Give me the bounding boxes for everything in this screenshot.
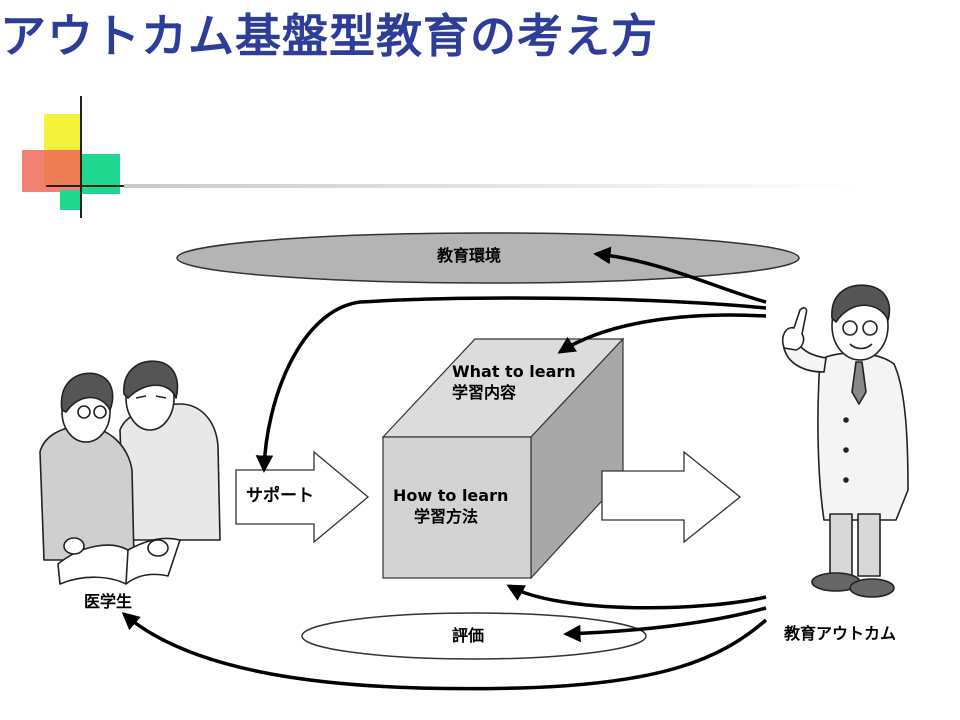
environment-label: 教育環境 [437, 246, 502, 265]
page-title: アウトカム基盤型教育の考え方 [0, 9, 658, 63]
title-decoration [22, 96, 864, 218]
title-underline [124, 184, 864, 188]
what-to-learn-jp-label: 学習内容 [452, 383, 517, 402]
arrow-to-evaluation [563, 606, 767, 643]
teacher-shoe-right [849, 578, 895, 598]
environment-ellipse [176, 232, 800, 284]
teacher-tie [851, 361, 867, 405]
evaluation-ellipse [301, 612, 647, 660]
support-arrow [235, 450, 370, 544]
how-to-learn-jp-label: 学習方法 [414, 507, 479, 526]
support-label: サポート [246, 486, 314, 506]
teacher-hair [831, 284, 891, 323]
student-back-brow [135, 395, 167, 399]
student-front-glasses-right [93, 405, 107, 419]
student-back-body [119, 403, 221, 541]
arrow-to-student-lower [121, 612, 768, 691]
teacher-leg-right [857, 513, 881, 577]
teacher-coat-button [843, 417, 849, 423]
student-back-hair [123, 360, 179, 399]
arrow-to-student-upper [255, 296, 767, 473]
teacher-smile [849, 343, 873, 350]
what-to-learn-label: What to learn [452, 362, 576, 381]
teacher-hand [781, 307, 808, 351]
arrow-to-cube-bottom [506, 584, 767, 610]
teacher-leg-left [829, 513, 853, 577]
teacher-coat-button [843, 447, 849, 453]
outcome-label: 教育アウトカム [784, 624, 897, 643]
accent-green-stub [60, 190, 80, 210]
arrow-to-environment [593, 246, 767, 304]
evaluation-label: 評価 [452, 626, 485, 645]
students-illustration [39, 360, 221, 585]
output-arrow [601, 450, 742, 544]
accent-green-square [80, 154, 120, 194]
student-front-body [39, 425, 135, 561]
student-hand-left [63, 537, 85, 555]
cube-front-face [382, 436, 532, 579]
student-front-glasses-left [77, 405, 91, 419]
student-label: 医学生 [84, 592, 133, 611]
teacher-coat-button [843, 477, 849, 483]
student-hand-right [147, 539, 169, 557]
teacher-illustration [781, 284, 909, 598]
book-spine [125, 549, 129, 585]
arrow-to-what [557, 313, 767, 354]
how-to-learn-label: How to learn [393, 486, 509, 505]
teacher-glasses-left [842, 320, 858, 336]
teacher-glasses-right [862, 320, 878, 336]
student-front-hair [60, 372, 114, 413]
